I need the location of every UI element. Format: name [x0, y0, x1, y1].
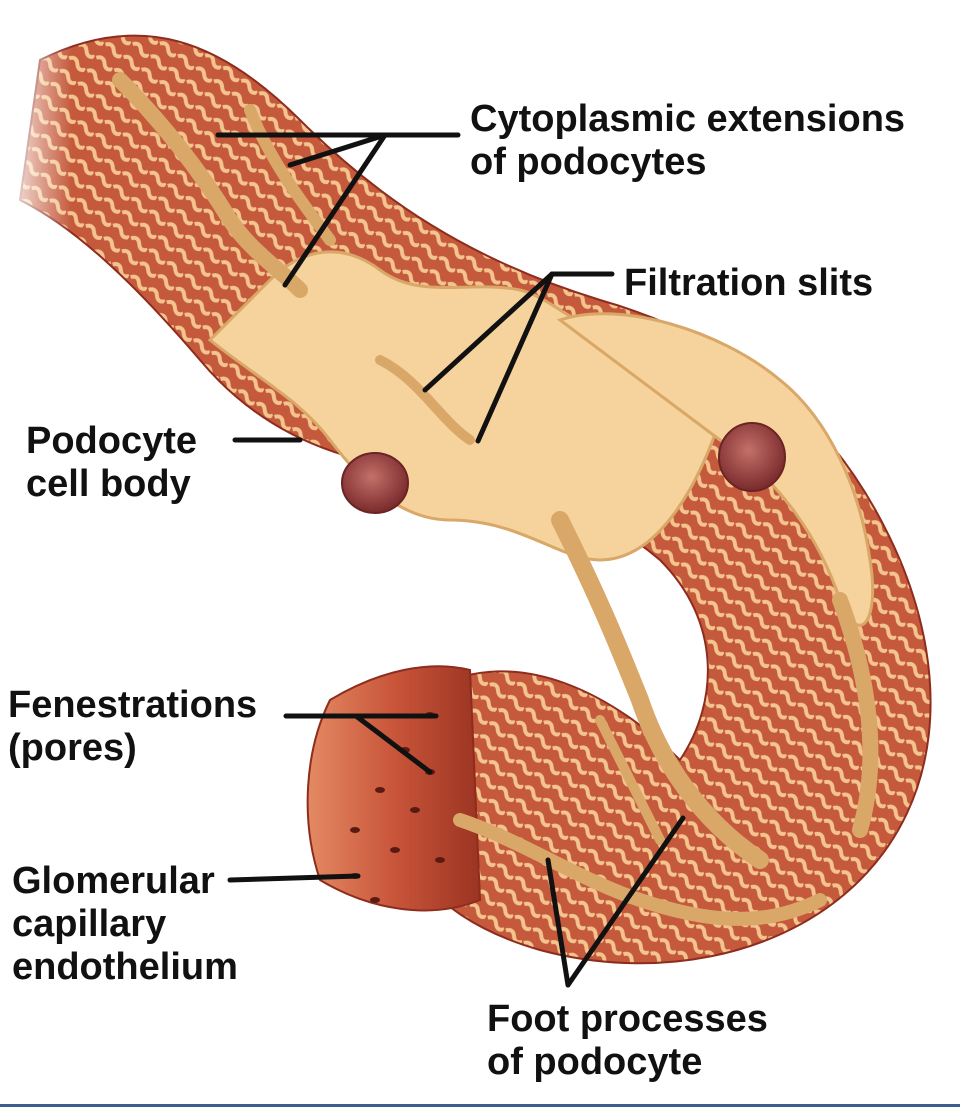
label-foot-line1: Foot processes — [487, 998, 768, 1040]
leader-foot-b — [565, 815, 686, 988]
leader-filtration-b — [475, 271, 555, 444]
label-foot-line2: of podocyte — [487, 1041, 703, 1083]
podocyte-nuclei — [341, 422, 786, 514]
label-cellbody-line1: Podocyte — [26, 420, 198, 462]
leader-glomerular — [227, 873, 361, 883]
label-glomerular-line2: capillary — [12, 903, 167, 945]
leader-filtration-a — [422, 271, 555, 393]
label-filtration-slits: Filtration slits — [624, 262, 873, 305]
leader-cytoplasmic-a — [287, 132, 388, 168]
label-glomerular-line1: Glomerular — [12, 860, 215, 902]
leader-foot-a — [545, 857, 571, 988]
leader-fenestrations-a — [353, 713, 433, 775]
label-cytoplasmic-line2: of podocytes — [470, 141, 707, 183]
label-podocyte-cell-body: Podocyte cell body — [26, 420, 197, 506]
label-cellbody-line2: cell body — [26, 463, 191, 505]
label-fenestrations-line2: (pores) — [8, 727, 137, 769]
endothelium-surface — [306, 665, 482, 912]
label-glomerular-endothelium: Glomerular capillary endothelium — [12, 860, 238, 989]
bottom-rule — [0, 1104, 960, 1107]
label-cytoplasmic-line1: Cytoplasmic extensions — [470, 98, 906, 140]
leader-lines — [215, 132, 686, 988]
label-filtration-line1: Filtration slits — [624, 262, 874, 304]
podocyte-cell — [112, 72, 879, 926]
leader-cytoplasmic-b — [282, 132, 388, 288]
label-foot-processes: Foot processes of podocyte — [487, 998, 768, 1084]
label-glomerular-line3: endothelium — [12, 946, 238, 988]
label-fenestrations: Fenestrations (pores) — [8, 684, 257, 770]
label-fenestrations-line1: Fenestrations — [8, 684, 258, 726]
label-cytoplasmic-extensions: Cytoplasmic extensions of podocytes — [470, 98, 905, 184]
